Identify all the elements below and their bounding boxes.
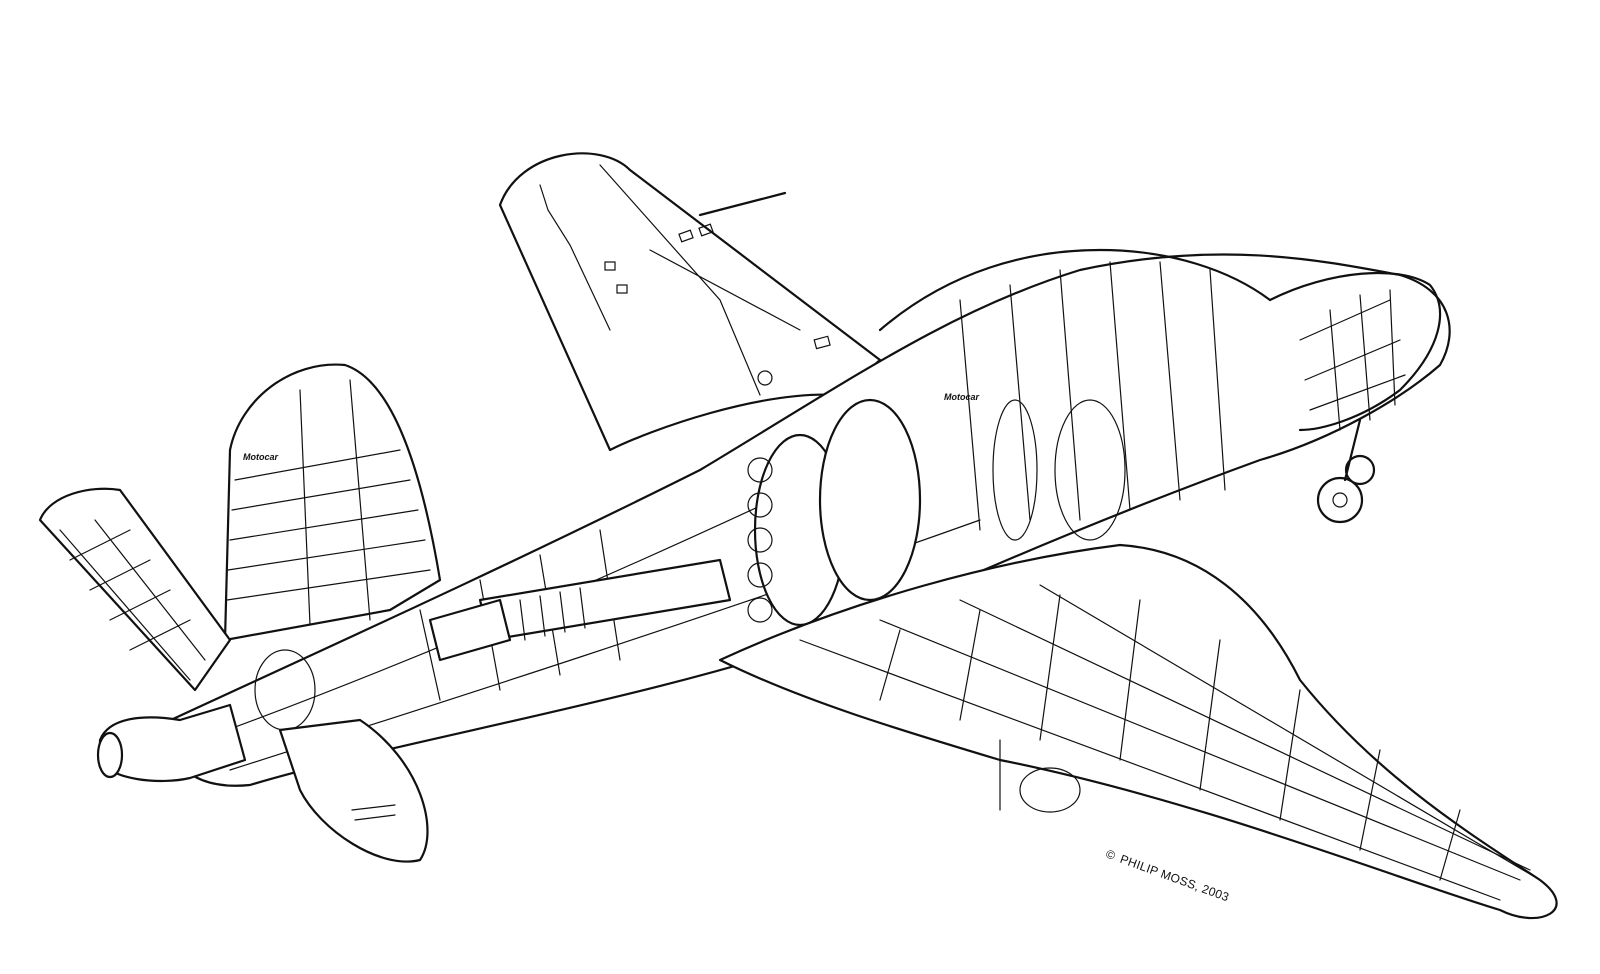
copyright-symbol: ©	[1104, 847, 1117, 863]
engine	[428, 398, 922, 662]
vertical-fin	[223, 363, 442, 642]
upper-wing	[498, 152, 882, 452]
canopy-frames	[878, 248, 1272, 541]
right-stabilizer	[278, 718, 429, 863]
left-stabilizer	[38, 487, 232, 692]
credit-text: PHILIP MOSS, 2003	[1118, 852, 1231, 904]
nose-gear	[1316, 418, 1376, 524]
fin-marking: Motocar	[243, 452, 279, 462]
copyright-credit: ©PHILIP MOSS, 2003	[1104, 847, 1231, 905]
nose	[1268, 271, 1442, 432]
lower-wing	[718, 543, 1558, 920]
fuselage-marking: Motocar	[944, 392, 980, 402]
tailpipe	[96, 649, 316, 783]
